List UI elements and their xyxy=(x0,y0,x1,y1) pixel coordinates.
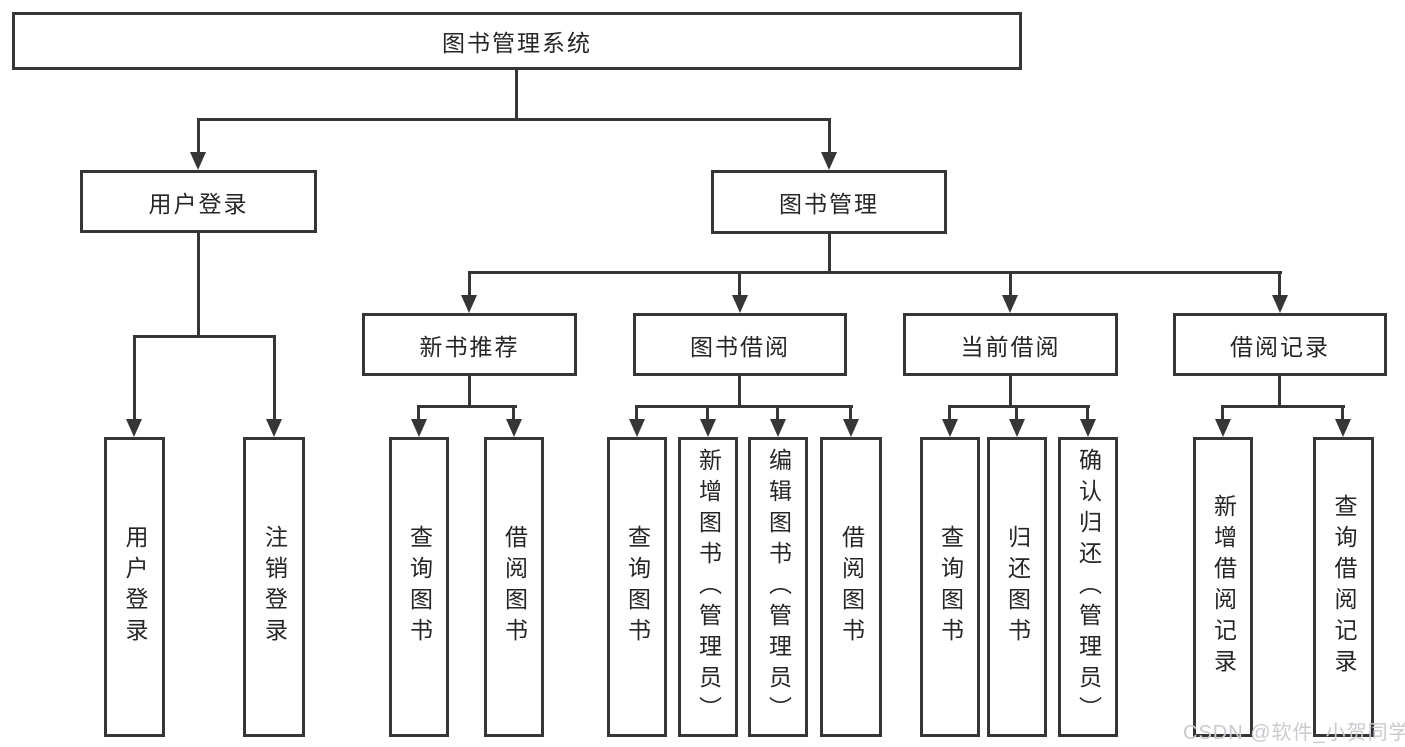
connector-borrow-records-stem xyxy=(1278,376,1281,405)
leaf-return-books: 归还图书 xyxy=(987,437,1047,737)
arrowhead-down xyxy=(1009,419,1025,437)
leaf-logout: 注销登录 xyxy=(243,437,305,737)
connector-to-book-management xyxy=(828,121,831,156)
node-current-borrow: 当前借阅 xyxy=(903,313,1118,376)
connector-to-user-login xyxy=(197,121,200,156)
connector-current-borrow-stem xyxy=(1009,376,1012,405)
connector-leaf-stub xyxy=(512,408,515,423)
arrowhead-down xyxy=(732,295,748,313)
connector-book-borrow-stem xyxy=(738,376,741,405)
connector-level2-branch xyxy=(197,118,831,121)
leaf-add-books-admin: 新增图书（管理员） xyxy=(678,437,738,737)
connector-root-stem xyxy=(515,70,518,118)
connector-to-book-borrow xyxy=(738,274,741,299)
arrowhead-down xyxy=(1002,295,1018,313)
arrowhead-down xyxy=(700,419,716,437)
arrowhead-down xyxy=(770,419,786,437)
leaf-user-login: 用户登录 xyxy=(104,437,165,737)
connector-leaf-stub xyxy=(1086,408,1089,423)
arrowhead-down xyxy=(843,419,859,437)
leaf-edit-books-admin: 编辑图书（管理员） xyxy=(748,437,808,737)
node-new-book-recommend: 新书推荐 xyxy=(362,313,577,376)
arrowhead-down xyxy=(411,419,427,437)
connector-leaf-stub xyxy=(417,408,420,423)
leaf-confirm-return-admin: 确认归还（管理员） xyxy=(1058,437,1118,737)
connector-to-borrow-records xyxy=(1278,274,1281,299)
connector-user-login-branch xyxy=(133,335,276,338)
connector-borrow-records-branch xyxy=(1221,405,1345,408)
watermark: CSDN @软件_小贺同学 xyxy=(1183,722,1405,744)
connector-to-leaf-user-login xyxy=(133,338,136,422)
leaf-borrow-books: 借阅图书 xyxy=(820,437,882,737)
arrowhead-down xyxy=(1335,419,1351,437)
connector-current-borrow-branch xyxy=(948,405,1090,408)
connector-to-new-book-recommend xyxy=(468,274,471,299)
connector-leaf-stub xyxy=(1221,408,1224,423)
node-book-management: 图书管理 xyxy=(711,170,947,234)
arrowhead-down xyxy=(942,419,958,437)
connector-leaf-stub xyxy=(776,408,779,423)
connector-to-current-borrow xyxy=(1009,274,1012,299)
leaf-add-borrow-record: 新增借阅记录 xyxy=(1193,437,1253,737)
leaf-query-books: 查询图书 xyxy=(607,437,667,737)
arrowhead-down xyxy=(461,295,477,313)
arrowhead-down xyxy=(506,419,522,437)
leaf-borrow-books: 借阅图书 xyxy=(484,437,544,737)
connector-new-book-stem xyxy=(468,376,471,405)
connector-leaf-stub xyxy=(1015,408,1018,423)
node-borrow-records: 借阅记录 xyxy=(1173,313,1387,376)
connector-book-borrow-branch xyxy=(635,405,853,408)
connector-book-management-stem xyxy=(828,234,831,271)
connector-leaf-stub xyxy=(706,408,709,423)
connector-user-login-stem xyxy=(197,233,200,335)
connector-leaf-stub xyxy=(948,408,951,423)
arrowhead-down xyxy=(1272,295,1288,313)
connector-leaf-stub xyxy=(849,408,852,423)
leaf-query-books: 查询图书 xyxy=(389,437,449,737)
connector-new-book-branch xyxy=(417,405,517,408)
connector-to-leaf-logout xyxy=(273,338,276,422)
arrowhead-down xyxy=(629,419,645,437)
connector-leaf-stub xyxy=(635,408,638,423)
node-library-management-system: 图书管理系统 xyxy=(12,12,1022,70)
arrowhead-down xyxy=(1215,419,1231,437)
arrowhead-down xyxy=(126,419,142,437)
connector-level3-branch xyxy=(468,271,1282,274)
arrowhead-down xyxy=(190,152,206,170)
arrowhead-down xyxy=(821,152,837,170)
connector-leaf-stub xyxy=(1341,408,1344,423)
leaf-query-borrow-record: 查询借阅记录 xyxy=(1313,437,1374,737)
arrowhead-down xyxy=(1080,419,1096,437)
leaf-query-books: 查询图书 xyxy=(920,437,980,737)
node-book-borrow: 图书借阅 xyxy=(633,313,847,376)
arrowhead-down xyxy=(266,419,282,437)
node-user-login: 用户登录 xyxy=(80,170,317,233)
